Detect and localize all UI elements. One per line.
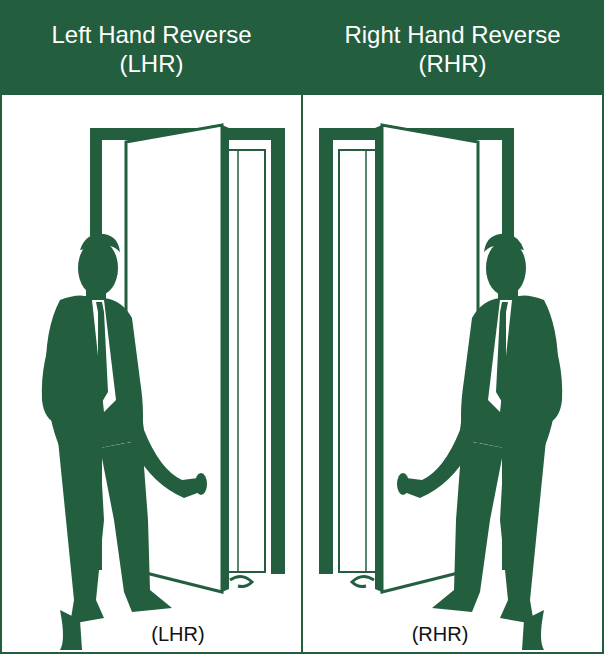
- rhr-scene: [319, 125, 562, 650]
- header-band: Right Hand Reverse (RHR): [303, 2, 602, 95]
- panel-label: (LHR): [151, 622, 204, 646]
- lhr-scene: [42, 125, 285, 650]
- header-band: Left Hand Reverse (LHR): [2, 2, 301, 95]
- header-title: Left Hand Reverse (LHR): [24, 20, 279, 78]
- header-title: Right Hand Reverse (RHR): [325, 20, 580, 78]
- panel-label: (RHR): [412, 622, 469, 646]
- panel-divider: [301, 0, 303, 654]
